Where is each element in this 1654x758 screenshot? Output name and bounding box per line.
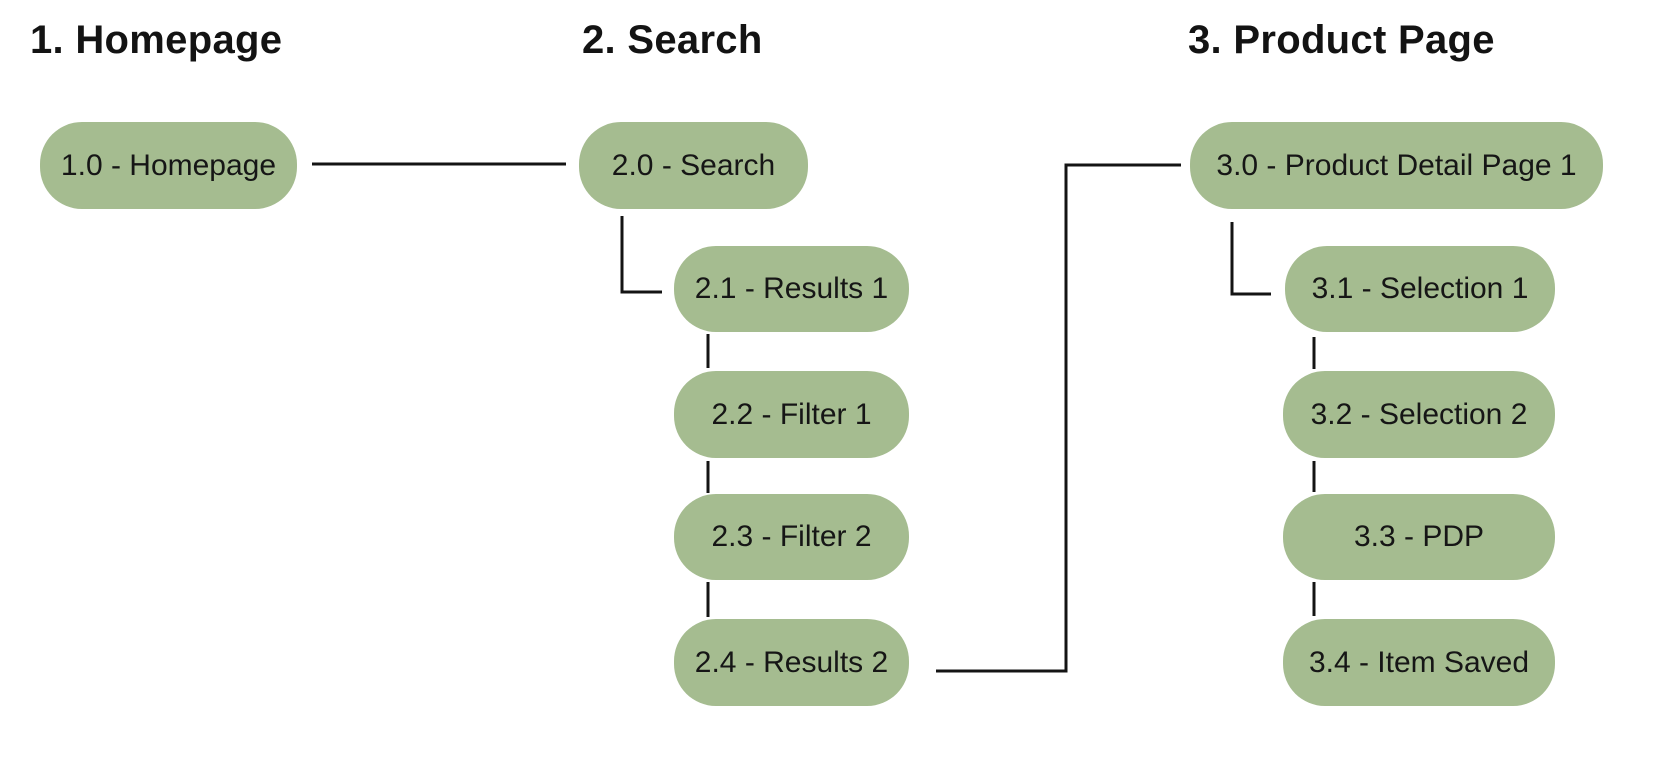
node-1-0-homepage: 1.0 - Homepage: [40, 122, 297, 209]
edge-search-to-results1: [620, 216, 662, 294]
edge-pdp1-to-selection1: [1230, 222, 1271, 296]
node-3-1-selection-1: 3.1 - Selection 1: [1285, 246, 1555, 332]
node-3-0-product-detail-page-1: 3.0 - Product Detail Page 1: [1190, 122, 1603, 209]
node-2-3-filter-2: 2.3 - Filter 2: [674, 494, 909, 580]
node-3-3-pdp: 3.3 - PDP: [1283, 494, 1555, 580]
heading-product-page: 3. Product Page: [1188, 18, 1495, 62]
heading-homepage: 1. Homepage: [30, 18, 283, 62]
node-3-4-item-saved: 3.4 - Item Saved: [1283, 619, 1555, 706]
heading-search: 2. Search: [582, 18, 763, 62]
edge-results2-to-pdp1: [936, 163, 1181, 673]
node-2-4-results-2: 2.4 - Results 2: [674, 619, 909, 706]
node-2-1-results-1: 2.1 - Results 1: [674, 246, 909, 332]
node-3-2-selection-2: 3.2 - Selection 2: [1283, 371, 1555, 458]
node-2-2-filter-1: 2.2 - Filter 1: [674, 371, 909, 458]
node-2-0-search: 2.0 - Search: [579, 122, 808, 209]
